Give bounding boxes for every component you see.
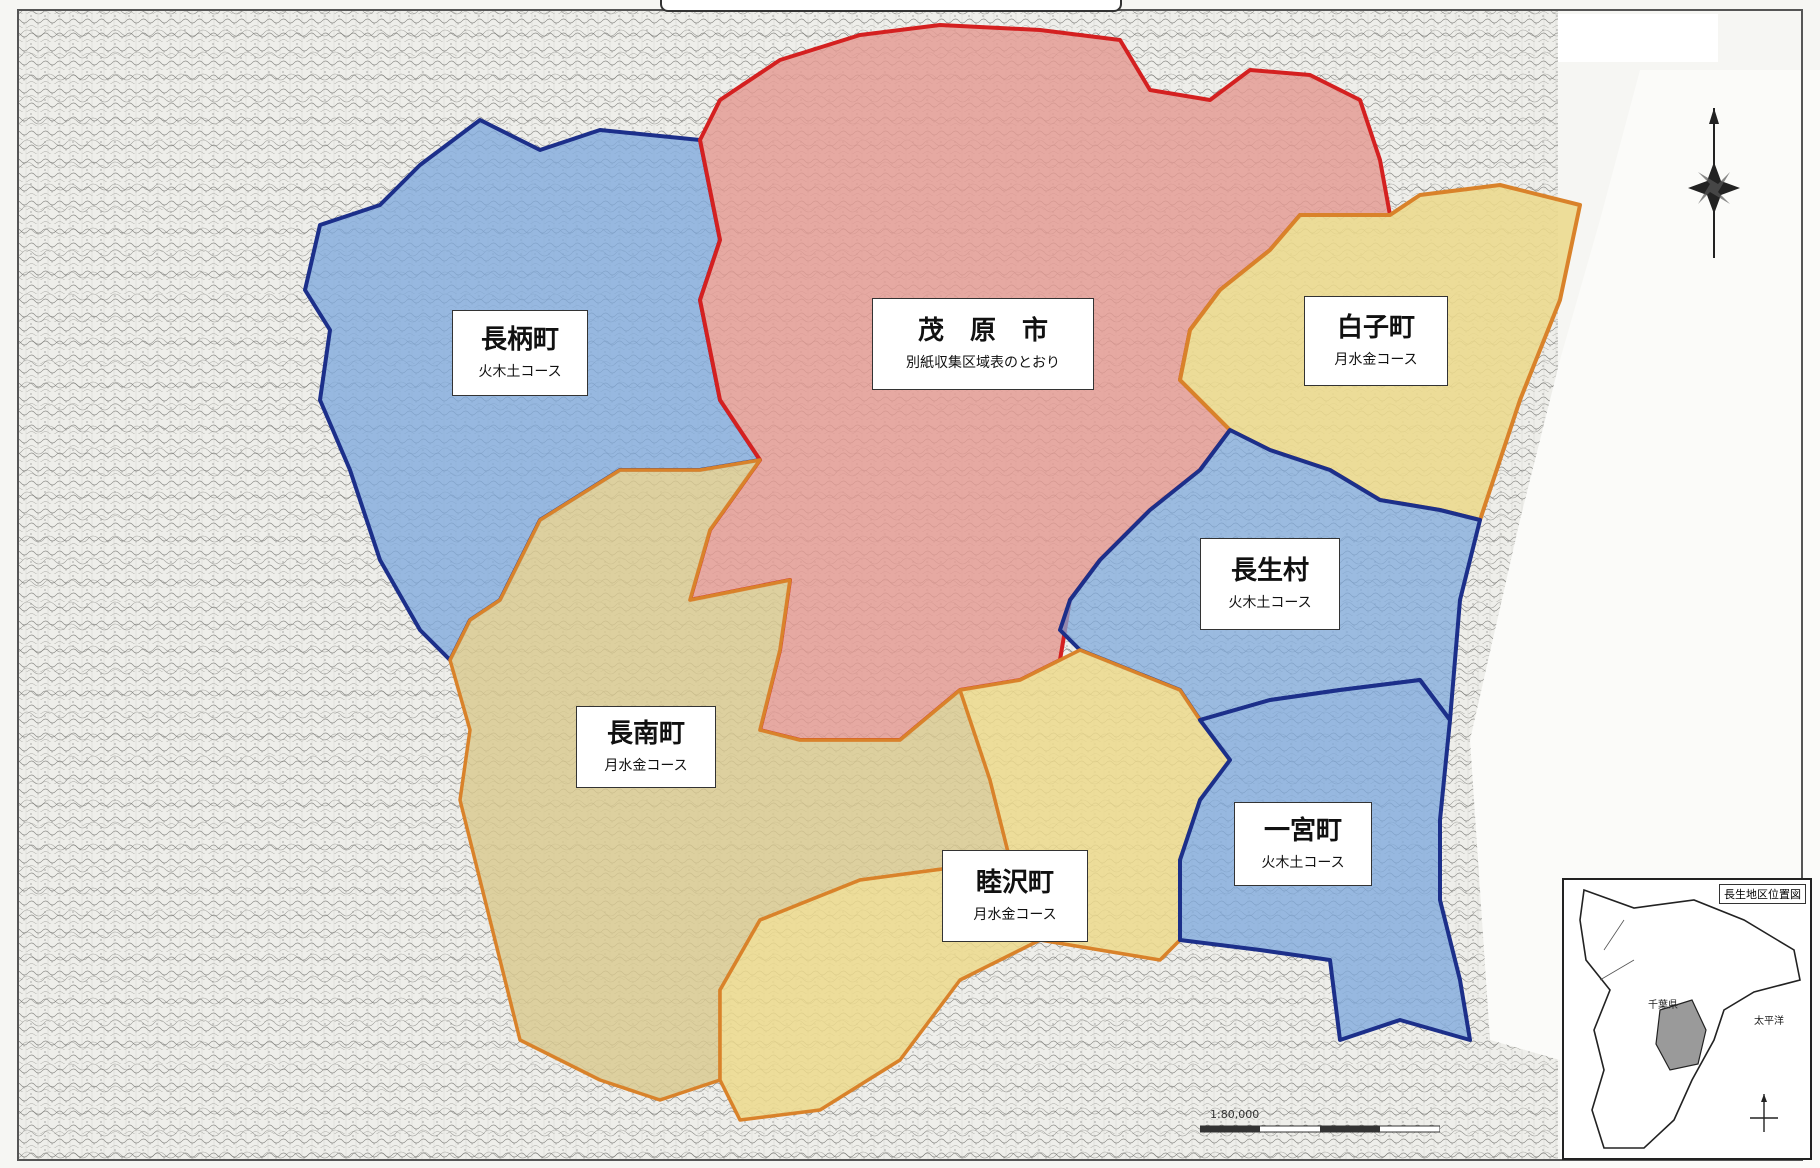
title-frame xyxy=(660,0,1122,12)
inset-chiba-outline xyxy=(1579,888,1801,1149)
scale-label: 1:80,000 xyxy=(1210,1108,1260,1121)
region-course: 火木土コース xyxy=(478,363,562,380)
label-blank-area xyxy=(1558,14,1718,62)
region-course: 月水金コース xyxy=(604,757,688,774)
region-name: 白子町 xyxy=(1336,313,1415,344)
region-name: 一宮町 xyxy=(1263,816,1342,847)
region-name: 長南町 xyxy=(606,719,685,750)
region-course: 月水金コース xyxy=(1334,351,1418,368)
label-ichinomiya: 一宮町 火木土コース xyxy=(1234,802,1372,886)
north-arrow-icon xyxy=(1750,1094,1778,1132)
label-mutsuzawa: 睦沢町 月水金コース xyxy=(942,850,1088,942)
label-mobara: 茂 原 市 別紙収集区域表のとおり xyxy=(872,298,1094,390)
region-course: 火木土コース xyxy=(1228,594,1312,611)
region-course: 月水金コース xyxy=(973,906,1057,923)
region-course: 火木土コース xyxy=(1261,854,1345,871)
label-chosei: 長生村 火木土コース xyxy=(1200,538,1340,630)
inset-ocean-label: 太平洋 xyxy=(1754,1016,1784,1027)
compass-rose-icon xyxy=(1688,108,1740,258)
region-name: 長柄町 xyxy=(480,325,559,356)
inset-prefecture-label: 千葉県 xyxy=(1648,1000,1678,1011)
inset-title: 長生地区位置図 xyxy=(1719,884,1806,904)
scale-bar xyxy=(1200,1125,1440,1133)
region-name: 睦沢町 xyxy=(975,868,1054,899)
region-name: 長生村 xyxy=(1230,556,1309,587)
label-shirako: 白子町 月水金コース xyxy=(1304,296,1448,386)
location-inset-map: 長生地区位置図 千葉県 太平洋 xyxy=(1562,878,1812,1160)
label-nagara: 長柄町 火木土コース xyxy=(452,310,588,396)
region-name: 茂 原 市 xyxy=(917,316,1048,347)
label-chonan: 長南町 月水金コース xyxy=(576,706,716,788)
region-course: 別紙収集区域表のとおり xyxy=(906,354,1060,371)
